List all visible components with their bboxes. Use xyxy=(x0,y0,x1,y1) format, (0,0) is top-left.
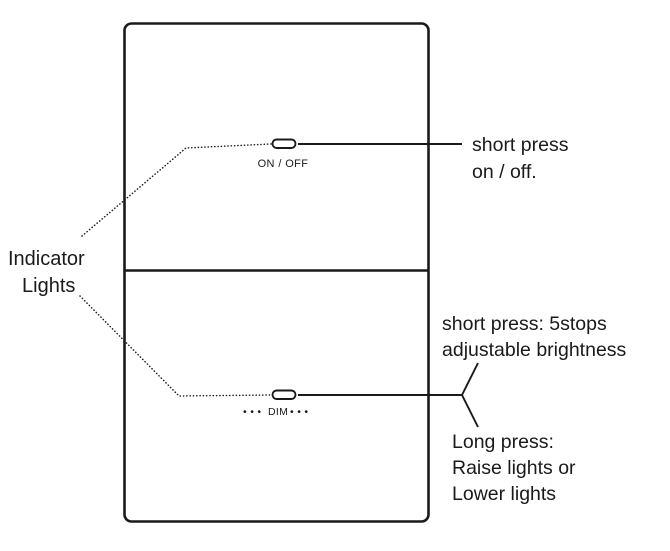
dim-caption-dots-left: • • • xyxy=(243,406,261,418)
on-off-annotation-line2: on / off. xyxy=(472,161,537,183)
indicator-leader-upper xyxy=(81,143,272,237)
device-outline xyxy=(123,22,430,523)
indicator-leader-lower xyxy=(79,295,272,397)
on-off-indicator-light[interactable] xyxy=(271,138,297,149)
dim-caption-dots-right: • • • xyxy=(290,406,308,418)
indicator-lights-label-line2: Lights xyxy=(22,275,75,297)
dim-indicator-light[interactable] xyxy=(271,389,297,400)
indicator-lights-label-line1: Indicator xyxy=(8,248,85,270)
long-press-annotation-line2: Raise lights or xyxy=(452,457,576,479)
short-press-annotation-line2: adjustable brightness xyxy=(442,339,627,361)
long-press-annotation-line1: Long press: xyxy=(452,431,554,453)
dim-annotation-fork xyxy=(460,362,479,428)
short-press-annotation-line1: short press: 5stops xyxy=(442,313,607,335)
dim-caption: DIM xyxy=(268,406,288,418)
long-press-annotation-line3: Lower lights xyxy=(452,483,556,505)
on-off-annotation-line1: short press xyxy=(472,134,569,156)
on-off-caption: ON / OFF xyxy=(258,158,309,170)
